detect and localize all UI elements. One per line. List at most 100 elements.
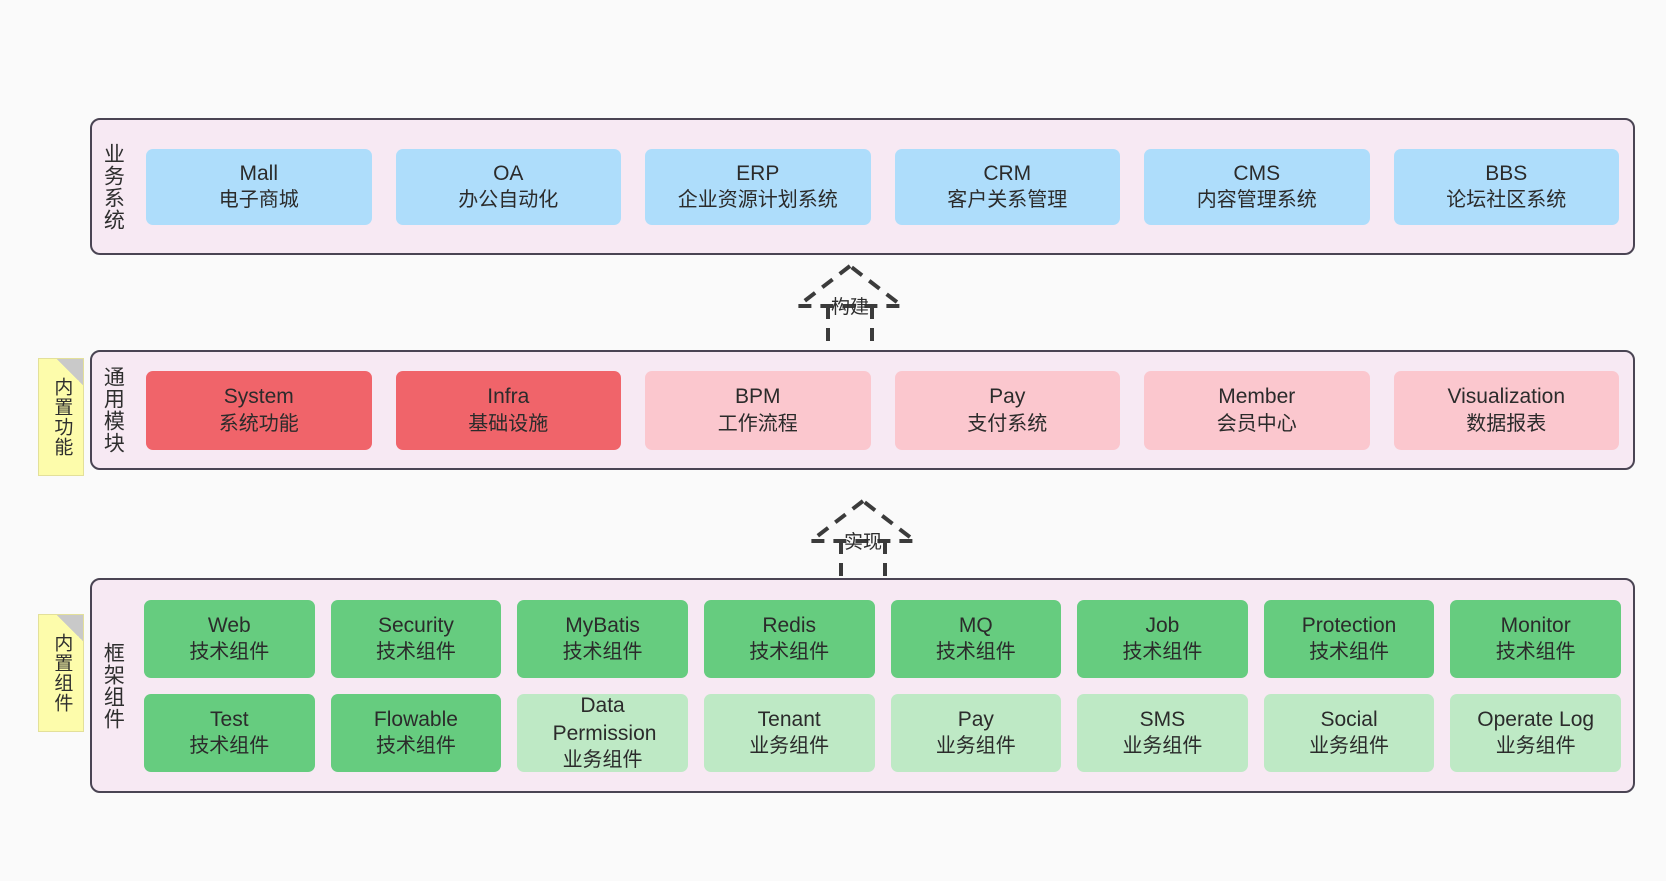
module-title: OA — [493, 161, 524, 185]
module-subtitle: 数据报表 — [1466, 412, 1547, 435]
component-mq[interactable]: MQ 技术组件 — [890, 599, 1062, 678]
component-pay[interactable]: Pay 业务组件 — [890, 693, 1062, 772]
component-title: Data Permission — [552, 694, 657, 745]
module-subtitle: 基础设施 — [468, 412, 549, 435]
row: Web 技术组件 Security 技术组件 MyBatis 技术组件 Redi… — [144, 599, 1621, 678]
component-title: Flowable — [373, 707, 458, 731]
component-subtitle: 业务组件 — [562, 748, 643, 771]
module-crm[interactable]: CRM 客户关系管理 — [894, 148, 1120, 225]
module-member[interactable]: Member 会员中心 — [1144, 370, 1370, 450]
connector-label-build: 构建 — [830, 297, 870, 318]
component-monitor[interactable]: Monitor 技术组件 — [1450, 599, 1621, 678]
module-mall[interactable]: Mall 电子商城 — [146, 148, 372, 225]
module-oa[interactable]: OA 办公自动化 — [395, 148, 621, 225]
module-title: Infra — [487, 385, 530, 409]
component-social[interactable]: Social 业务组件 — [1263, 693, 1435, 772]
component-flowable[interactable]: Flowable 技术组件 — [330, 693, 502, 772]
module-subtitle: 客户关系管理 — [947, 189, 1068, 212]
layer-business-system: 业务系统 Mall 电子商城 OA 办公自动化 ERP 企业资源计划系统 CRM… — [90, 118, 1635, 255]
module-system[interactable]: System 系统功能 — [146, 370, 372, 450]
module-subtitle: 支付系统 — [967, 412, 1048, 435]
component-title: Test — [210, 707, 249, 731]
module-title: Visualization — [1447, 385, 1566, 409]
component-subtitle: 技术组件 — [375, 641, 456, 664]
connector-implement: 实现 — [773, 493, 953, 593]
sticky-note-builtin-function: 内置功能 — [38, 358, 84, 476]
component-title: Web — [207, 613, 251, 637]
component-subtitle: 技术组件 — [1309, 641, 1390, 664]
module-title: CRM — [983, 161, 1032, 185]
layer-body-framework-component: Web 技术组件 Security 技术组件 MyBatis 技术组件 Redi… — [132, 580, 1633, 791]
component-title: MyBatis — [565, 613, 640, 637]
component-operate-log[interactable]: Operate Log 业务组件 — [1450, 693, 1621, 772]
module-bbs[interactable]: BBS 论坛社区系统 — [1393, 148, 1619, 225]
component-subtitle: 技术组件 — [1495, 641, 1576, 664]
module-erp[interactable]: ERP 企业资源计划系统 — [645, 148, 871, 225]
component-title: Monitor — [1500, 613, 1571, 637]
component-test[interactable]: Test 技术组件 — [144, 693, 315, 772]
row: Mall 电子商城 OA 办公自动化 ERP 企业资源计划系统 CRM 客户关系… — [146, 148, 1619, 225]
component-subtitle: 业务组件 — [1122, 735, 1203, 758]
module-title: ERP — [736, 161, 780, 185]
component-subtitle: 技术组件 — [1122, 641, 1203, 664]
component-title: Operate Log — [1477, 707, 1595, 731]
component-title: MQ — [958, 613, 993, 637]
component-title: Job — [1145, 613, 1180, 637]
module-title: BBS — [1485, 161, 1528, 185]
component-sms[interactable]: SMS 业务组件 — [1077, 693, 1248, 772]
module-title: BPM — [734, 385, 781, 409]
component-subtitle: 技术组件 — [562, 641, 643, 664]
component-data-permission[interactable]: Data Permission 业务组件 — [517, 693, 688, 772]
module-bpm[interactable]: BPM 工作流程 — [645, 370, 871, 450]
module-subtitle: 论坛社区系统 — [1446, 189, 1567, 212]
component-subtitle: 业务组件 — [935, 735, 1016, 758]
component-subtitle: 业务组件 — [1495, 735, 1576, 758]
connector-label-implement: 实现 — [843, 532, 883, 553]
component-subtitle: 业务组件 — [1309, 735, 1390, 758]
component-protection[interactable]: Protection 技术组件 — [1263, 599, 1435, 678]
module-visualization[interactable]: Visualization 数据报表 — [1393, 370, 1619, 450]
connector-build: 构建 — [760, 258, 940, 358]
module-title: Pay — [989, 385, 1026, 409]
component-subtitle: 技术组件 — [189, 641, 270, 664]
component-tenant[interactable]: Tenant 业务组件 — [703, 693, 875, 772]
component-title: Pay — [957, 707, 994, 731]
module-title: Mall — [239, 161, 278, 185]
component-mybatis[interactable]: MyBatis 技术组件 — [517, 599, 688, 678]
module-title: Member — [1218, 385, 1296, 409]
row: Test 技术组件 Flowable 技术组件 Data Permission … — [144, 693, 1621, 772]
module-subtitle: 工作流程 — [717, 412, 798, 435]
module-title: System — [223, 385, 294, 409]
component-web[interactable]: Web 技术组件 — [144, 599, 315, 678]
component-subtitle: 技术组件 — [935, 641, 1016, 664]
row: System 系统功能 Infra 基础设施 BPM 工作流程 Pay 支付系统… — [146, 370, 1619, 450]
layer-body-business-system: Mall 电子商城 OA 办公自动化 ERP 企业资源计划系统 CRM 客户关系… — [132, 120, 1633, 253]
component-title: Tenant — [757, 707, 821, 731]
component-subtitle: 技术组件 — [749, 641, 830, 664]
layer-body-common-module: System 系统功能 Infra 基础设施 BPM 工作流程 Pay 支付系统… — [132, 352, 1633, 468]
component-security[interactable]: Security 技术组件 — [330, 599, 502, 678]
component-title: Social — [1320, 707, 1378, 731]
module-infra[interactable]: Infra 基础设施 — [395, 370, 621, 450]
module-cms[interactable]: CMS 内容管理系统 — [1144, 148, 1370, 225]
layer-label-common-module: 通用模块 — [101, 366, 125, 454]
layer-common-module: 通用模块 System 系统功能 Infra 基础设施 BPM 工作流程 Pay… — [90, 350, 1635, 470]
component-title: Security — [378, 613, 454, 637]
module-subtitle: 办公自动化 — [458, 189, 559, 212]
sticky-note-builtin-component: 内置组件 — [38, 614, 84, 732]
layer-framework-component: 框架组件 Web 技术组件 Security 技术组件 MyBatis 技术组件… — [90, 578, 1635, 793]
module-pay[interactable]: Pay 支付系统 — [894, 370, 1120, 450]
module-subtitle: 会员中心 — [1216, 412, 1297, 435]
component-job[interactable]: Job 技术组件 — [1077, 599, 1248, 678]
component-subtitle: 技术组件 — [375, 735, 456, 758]
component-redis[interactable]: Redis 技术组件 — [703, 599, 875, 678]
component-title: Redis — [762, 613, 817, 637]
layer-label-business-system: 业务系统 — [101, 142, 125, 231]
module-title: CMS — [1233, 161, 1281, 185]
component-subtitle: 技术组件 — [189, 735, 270, 758]
module-subtitle: 系统功能 — [218, 412, 299, 435]
module-subtitle: 企业资源计划系统 — [677, 189, 838, 212]
layer-label-framework-component: 框架组件 — [101, 641, 125, 730]
component-title: Protection — [1301, 613, 1397, 637]
